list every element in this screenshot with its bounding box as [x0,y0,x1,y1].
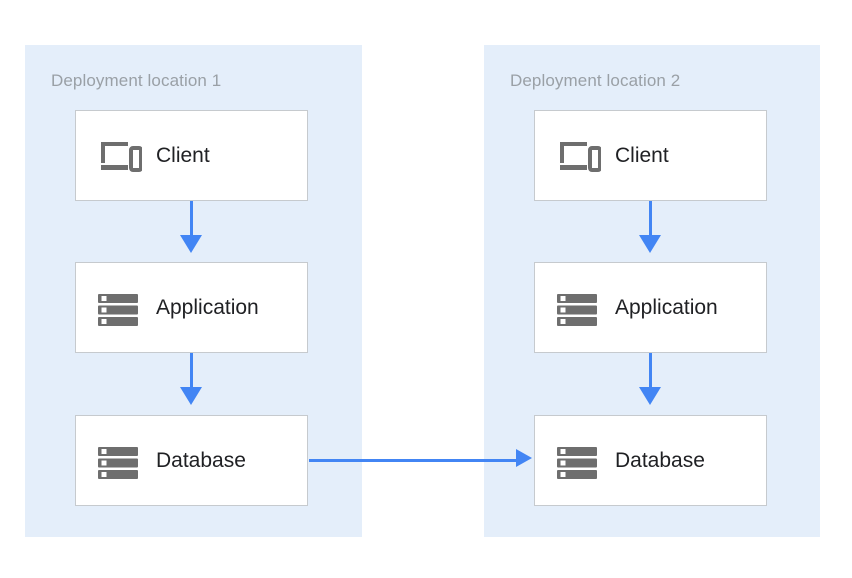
arrow-application-to-database-1 [190,353,193,387]
arrow-client-to-application-1 [190,201,193,235]
arrowhead-down-icon [639,235,661,253]
arrow-application-to-database-2 [649,353,652,387]
server-icon [553,437,601,485]
server-icon [94,437,142,485]
server-icon [94,284,142,332]
client-devices-icon [553,132,601,180]
node-label: Client [156,143,210,167]
node-application-1[interactable]: Application [75,262,308,353]
client-devices-icon [94,132,142,180]
arrow-client-to-application-2 [649,201,652,235]
node-label: Database [615,448,705,472]
server-icon [553,284,601,332]
deployment-zone-1-title: Deployment location 1 [51,71,222,90]
arrowhead-down-icon [180,387,202,405]
node-label: Application [615,295,718,319]
node-database-2[interactable]: Database [534,415,767,506]
arrowhead-down-icon [180,235,202,253]
node-client-2[interactable]: Client [534,110,767,201]
node-application-2[interactable]: Application [534,262,767,353]
arrowhead-right-icon [516,449,532,467]
node-label: Database [156,448,246,472]
node-label: Client [615,143,669,167]
node-client-1[interactable]: Client [75,110,308,201]
deployment-zone-2-title: Deployment location 2 [510,71,681,90]
node-database-1[interactable]: Database [75,415,308,506]
node-label: Application [156,295,259,319]
arrow-database-1-to-database-2 [309,459,517,462]
arrowhead-down-icon [639,387,661,405]
